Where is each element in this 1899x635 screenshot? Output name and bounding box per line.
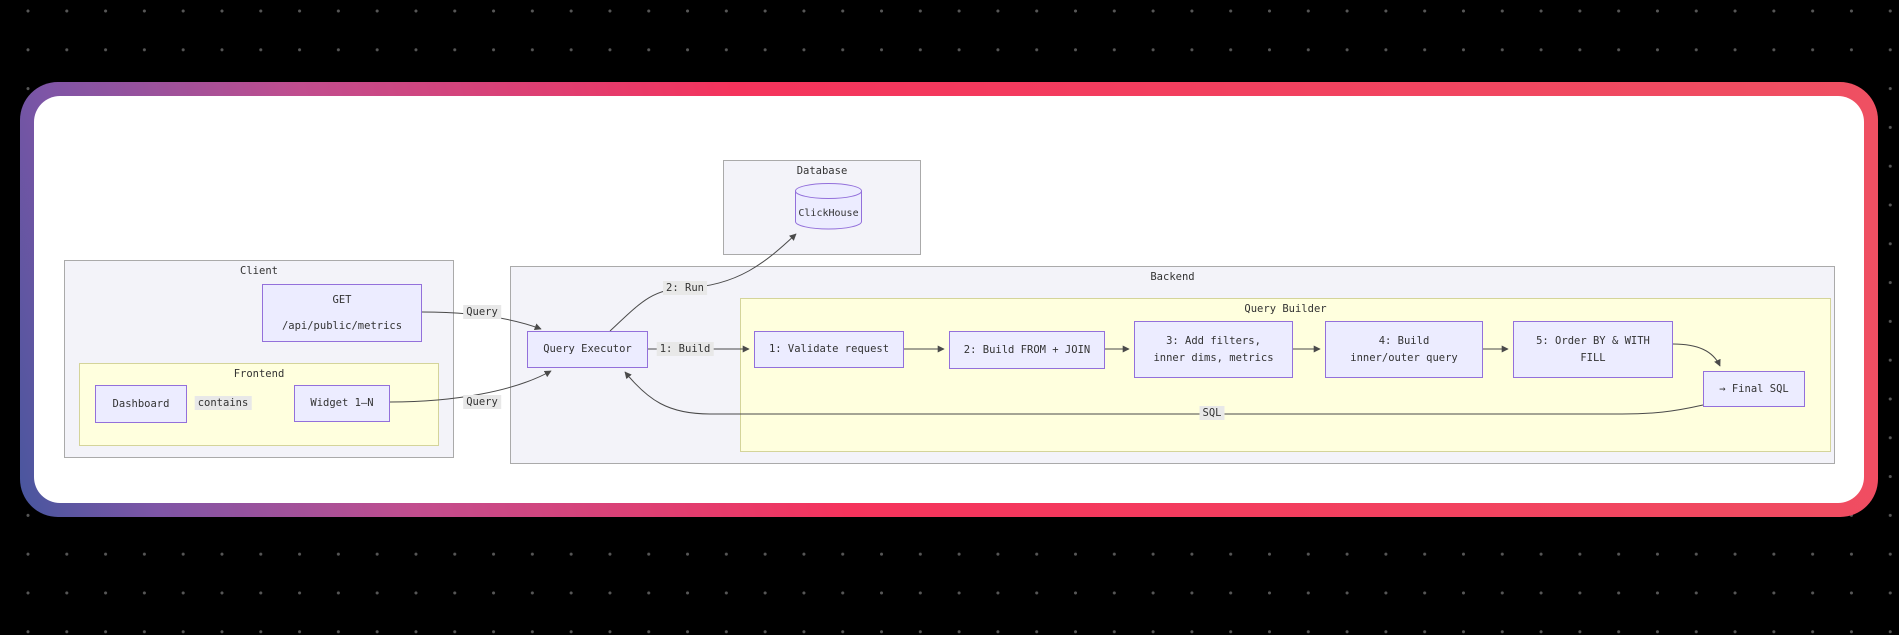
edge-label-build: 1: Build: [656, 342, 714, 356]
database-cylinder-icon: [795, 183, 862, 230]
clickhouse-node-label: ClickHouse: [798, 207, 859, 219]
query-builder-subgraph-label: Query Builder: [1244, 303, 1327, 315]
step2-build-from-join-node: 2: Build FROM + JOIN: [949, 331, 1105, 369]
query-executor-node: Query Executor: [527, 331, 648, 368]
step4-inner-outer-node: 4: Build inner/outer query: [1325, 321, 1483, 378]
edge-label-contains: contains: [194, 396, 252, 410]
clickhouse-node: ClickHouse: [794, 182, 863, 231]
edge-label-query-bottom: Query: [463, 395, 501, 409]
step3-add-filters-node: 3: Add filters, inner dims, metrics: [1134, 321, 1293, 378]
widget-node: Widget 1–N: [294, 385, 390, 422]
database-subgraph-label: Database: [796, 165, 848, 177]
backend-subgraph-label: Backend: [1150, 271, 1195, 283]
final-sql-node: → Final SQL: [1703, 371, 1805, 407]
step5-order-by-node: 5: Order BY & WITH FILL: [1513, 321, 1673, 378]
client-subgraph-label: Client: [240, 265, 278, 277]
get-api-node: GET /api/public/metrics: [262, 284, 422, 342]
dashboard-node: Dashboard: [95, 385, 187, 423]
edge-label-run: 2: Run: [663, 281, 707, 295]
edge-label-sql: SQL: [1199, 406, 1225, 420]
frontend-subgraph-label: Frontend: [233, 368, 285, 380]
step1-validate-node: 1: Validate request: [754, 331, 904, 368]
edge-label-query-top: Query: [463, 305, 501, 319]
